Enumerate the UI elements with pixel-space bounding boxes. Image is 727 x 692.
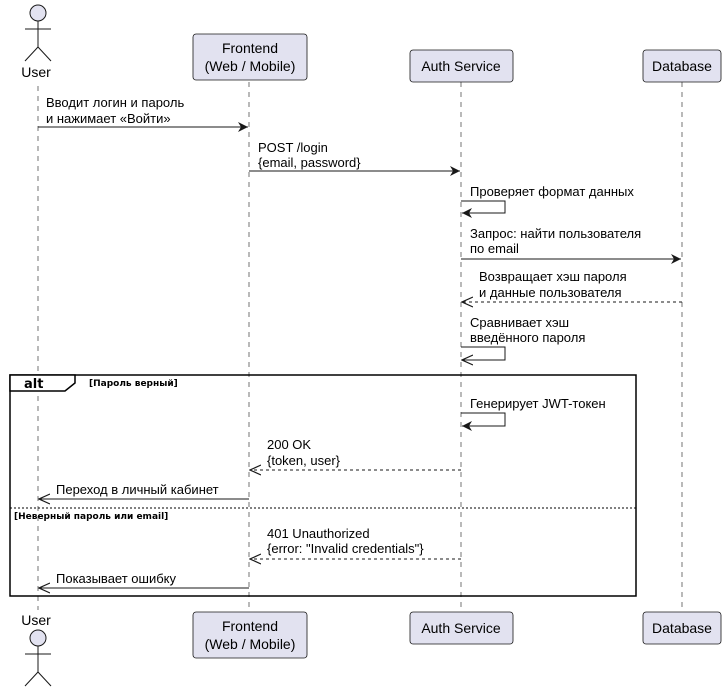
participant-frontend-bottom: Frontend (Web / Mobile): [192, 611, 308, 659]
message-8-return: 200 OK {token, user}: [250, 437, 461, 470]
message-label: и данные пользователя: [479, 285, 622, 300]
message-label: Возвращает хэш пароля: [479, 269, 627, 284]
message-label: Запрос: найти пользователя: [470, 226, 641, 241]
participant-db-top: Database: [642, 49, 722, 83]
participant-label: User: [21, 64, 51, 80]
message-label: Проверяет формат данных: [470, 184, 634, 199]
self-message-arrow: [461, 200, 506, 218]
alt-condition-1: [Пароль верный]: [89, 379, 178, 389]
self-message-arrow: [461, 412, 506, 431]
message-label: введённого пароля: [470, 330, 585, 345]
alt-frame: [9, 374, 637, 597]
message-label: 200 OK: [267, 437, 311, 452]
message-5-return: Возвращает хэш пароля и данные пользоват…: [462, 269, 682, 302]
participant-user-top: User: [21, 4, 52, 80]
message-1: Вводит логин и пароль и нажимает «Войти»: [38, 95, 248, 132]
participant-auth-bottom: Auth Service: [409, 611, 514, 645]
message-label: {error: "Invalid credentials"}: [267, 541, 424, 556]
message-label: 401 Unauthorized: [267, 526, 370, 541]
self-message-arrow: [461, 346, 506, 360]
participant-label: Database: [652, 620, 712, 636]
participant-label: (Web / Mobile): [205, 58, 296, 74]
message-9: Переход в личный кабинет: [39, 482, 249, 499]
participant-label: User: [21, 612, 51, 628]
message-2: POST /login {email, password}: [249, 140, 460, 176]
alt-keyword: alt: [24, 377, 43, 392]
message-11: Показывает ошибку: [39, 571, 249, 588]
participant-db-bottom: Database: [642, 611, 722, 645]
participant-label: Database: [652, 58, 712, 74]
message-label: Сравнивает хэш: [470, 315, 569, 330]
message-label: Генерирует JWT-токен: [470, 396, 606, 411]
actor-icon: [24, 629, 52, 687]
message-4: Запрос: найти пользователя по email: [461, 226, 681, 264]
participant-label: Auth Service: [421, 620, 501, 636]
participant-label: Frontend: [222, 618, 278, 634]
message-6-self: Сравнивает хэш введённого пароля: [461, 315, 585, 360]
message-label: по email: [470, 241, 519, 256]
message-label: Переход в личный кабинет: [56, 482, 219, 497]
lifelines: [37, 82, 683, 610]
message-10-return: 401 Unauthorized {error: "Invalid creden…: [250, 526, 461, 559]
message-label: и нажимает «Войти»: [46, 111, 171, 126]
message-label: {token, user}: [267, 453, 341, 468]
alt-condition-2: [Неверный пароль или email]: [14, 512, 168, 522]
participant-frontend-top: Frontend (Web / Mobile): [192, 33, 308, 81]
alt-fragment: alt [Пароль верный] [Неверный пароль или…: [9, 374, 637, 597]
message-label: POST /login: [258, 140, 328, 155]
alt-tab: [9, 374, 76, 392]
message-3-self: Проверяет формат данных: [461, 184, 634, 218]
message-label: Вводит логин и пароль: [46, 95, 184, 110]
participant-auth-top: Auth Service: [409, 49, 514, 83]
participant-label: (Web / Mobile): [205, 636, 296, 652]
message-label: Показывает ошибку: [56, 571, 176, 586]
message-7-self: Генерирует JWT-токен: [461, 396, 606, 431]
message-label: {email, password}: [258, 155, 361, 170]
participant-label: Frontend: [222, 40, 278, 56]
participant-label: Auth Service: [421, 58, 501, 74]
actor-icon: [24, 4, 52, 62]
participant-user-bottom: User: [21, 612, 52, 687]
